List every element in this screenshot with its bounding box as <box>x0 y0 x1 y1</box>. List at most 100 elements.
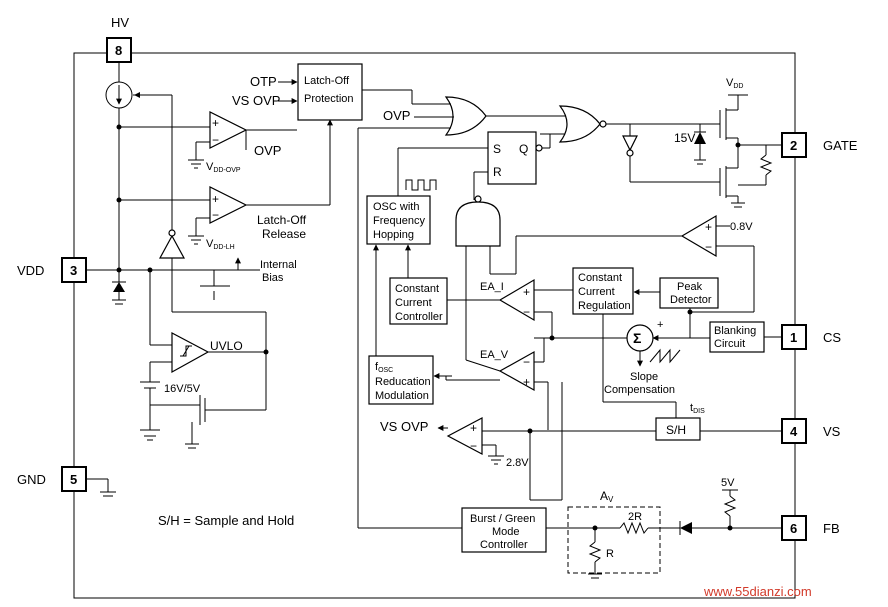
latchoff-release-label-1: Latch-Off <box>257 213 307 227</box>
vdd-lh-ref: VDD-LH <box>206 238 235 251</box>
svg-text:Detector: Detector <box>670 294 712 306</box>
pin-gate: 2 GATE <box>781 132 858 158</box>
internal-bias-label-2: Bias <box>262 272 284 284</box>
watermark: www.55dianzi.com <box>703 584 812 599</box>
pin-hv-number: 8 <box>115 43 122 58</box>
svg-text:+: + <box>657 319 663 331</box>
svg-text:S/H: S/H <box>666 423 686 437</box>
pin-fb: 6 FB <box>781 515 840 541</box>
svg-text:Frequency: Frequency <box>373 215 425 227</box>
svg-text:S: S <box>493 142 501 156</box>
pin-fb-name: FB <box>823 521 840 536</box>
pin-hv: HV 8 <box>106 15 132 63</box>
svg-text:+: + <box>470 421 477 435</box>
osc-frequency-hopping-block: OSC with Frequency Hopping <box>366 195 431 245</box>
ea-v-amplifier: − + <box>498 350 535 392</box>
svg-text:−: − <box>212 133 219 147</box>
pin-cs-number: 1 <box>790 330 797 345</box>
ea-i-amplifier: + − <box>498 278 535 322</box>
pin-vdd: VDD 3 <box>17 257 87 283</box>
svg-text:Σ: Σ <box>633 330 641 346</box>
svg-text:Q: Q <box>519 142 528 156</box>
pin-gate-name: GATE <box>823 138 858 153</box>
vs-ovp-comparator: + − <box>446 417 483 455</box>
uvlo-comparator <box>171 332 210 374</box>
tdis-label: tDIS <box>690 402 705 415</box>
constant-current-regulation-block: Constant Current Regulation <box>572 267 634 315</box>
pin-hv-name: HV <box>111 15 129 30</box>
burst-green-mode-block: Burst / Green Mode Controller <box>461 507 547 553</box>
svg-text:Modulation: Modulation <box>375 390 429 402</box>
svg-text:Blanking: Blanking <box>714 325 756 337</box>
pin-gnd: GND 5 <box>17 466 87 492</box>
ref-2v8-label: 2.8V <box>506 457 529 469</box>
vdd-supply-label: VDD <box>726 77 743 90</box>
vdd-zener-icon <box>113 282 125 292</box>
gate-pulldown-resistor-icon <box>759 154 773 176</box>
svg-text:+: + <box>212 116 219 130</box>
svg-text:+: + <box>705 220 712 234</box>
fosc-title: fOSC <box>375 361 393 374</box>
internal-bias-label-1: Internal <box>260 259 297 271</box>
otp-label: OTP <box>250 74 277 89</box>
pin-gnd-number: 5 <box>70 472 77 487</box>
sample-hold-block: S/H <box>655 417 701 441</box>
fifteen-v-label: 15V <box>674 131 695 145</box>
pin-vs-name: VS <box>823 424 841 439</box>
svg-text:−: − <box>705 240 712 254</box>
ovp-input-label: OVP <box>383 108 410 123</box>
or-gate-1 <box>444 96 487 136</box>
vs-ovp-output-label: VS OVP <box>380 419 428 434</box>
svg-text:Current: Current <box>395 297 432 309</box>
svg-text:−: − <box>212 208 219 222</box>
blanking-circuit-block: Blanking Circuit <box>709 321 765 353</box>
ea-v-label: EA_V <box>480 349 509 361</box>
nand-gate <box>455 201 501 247</box>
svg-text:Circuit: Circuit <box>714 338 745 350</box>
uvlo-label: UVLO <box>210 339 243 353</box>
pin-gnd-name: GND <box>17 472 46 487</box>
svg-text:Constant: Constant <box>578 272 622 284</box>
svg-text:R: R <box>493 165 502 179</box>
or-gate-2 <box>558 105 601 143</box>
svg-text:Protection: Protection <box>304 93 354 105</box>
gate-buffer-icon <box>622 135 638 152</box>
svg-text:+: + <box>523 285 530 299</box>
pin-fb-number: 6 <box>790 521 797 536</box>
res-2r-label: 2R <box>628 511 642 523</box>
ovp-output-label: OVP <box>254 143 281 158</box>
svg-text:Burst / Green: Burst / Green <box>470 513 535 525</box>
fb-diode-icon <box>680 522 692 534</box>
pin-cs-name: CS <box>823 330 841 345</box>
vs-ovp-input-label: VS OVP <box>232 93 280 108</box>
vdd-ovp-comparator: + − <box>209 111 248 149</box>
svg-text:Current: Current <box>578 286 615 298</box>
svg-text:OSC with: OSC with <box>373 201 419 213</box>
gate-zener-icon <box>694 132 706 144</box>
hv-control-buffer-icon <box>158 234 186 259</box>
constant-current-controller-block: Constant Current Controller <box>389 277 448 325</box>
ref-0v8-label: 0.8V <box>730 221 753 233</box>
clock-waveform-icon <box>405 179 437 191</box>
sr-latch: S Q R <box>487 131 537 185</box>
latchoff-protection-block: Latch-Off Protection <box>297 63 363 121</box>
peak-detector-block: Peak Detector <box>659 277 719 309</box>
svg-text:Constant: Constant <box>395 283 439 295</box>
res-r-label: R <box>606 548 614 560</box>
pin-cs: 1 CS <box>781 324 841 350</box>
fosc-reduction-modulation-block: fOSC Reducation Modulation <box>368 355 434 405</box>
resistor-2r-icon <box>619 521 649 535</box>
pin-vdd-number: 3 <box>70 263 77 278</box>
resistor-r-icon <box>588 541 602 563</box>
svg-text:Regulation: Regulation <box>578 300 631 312</box>
ea-i-label: EA_I <box>480 281 504 293</box>
svg-text:Hopping: Hopping <box>373 229 414 241</box>
svg-text:+: + <box>523 375 530 389</box>
pin-vdd-name: VDD <box>17 263 44 278</box>
av-label: AV <box>600 489 614 504</box>
svg-text:−: − <box>523 355 530 369</box>
slope-ramp-icon <box>649 348 681 364</box>
vdd-ovp-ref: VDD-OVP <box>206 161 241 174</box>
uvlo-ref-label: 16V/5V <box>164 383 201 395</box>
